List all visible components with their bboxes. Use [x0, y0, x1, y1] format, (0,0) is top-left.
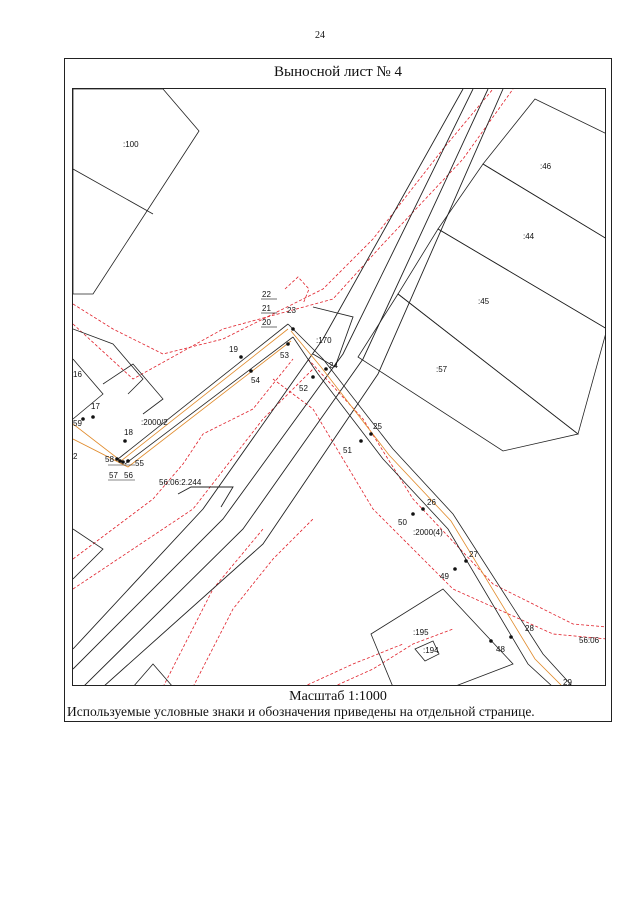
parcel-label-44: :44	[523, 232, 535, 241]
point-label-17: 17	[91, 402, 100, 411]
point-label-57: 57	[109, 471, 118, 480]
parcel-label-57: :57	[436, 365, 448, 374]
point-54	[249, 369, 253, 373]
parcel-44	[437, 163, 605, 329]
parcel-boundaries	[73, 89, 605, 685]
point-label-20: 20	[262, 318, 271, 327]
page-number: 24	[315, 30, 325, 41]
point-48	[489, 639, 493, 643]
point-17	[91, 415, 95, 419]
point-19	[239, 355, 243, 359]
point-label-50: 50	[398, 518, 407, 527]
point-label-58: 58	[105, 455, 114, 464]
point-label-29: 29	[563, 678, 572, 686]
parcel-100	[73, 89, 200, 295]
parcel-label-46: :46	[540, 162, 552, 171]
parcel-195	[370, 588, 514, 685]
point-51	[359, 439, 363, 443]
zone-label-2000-4: :2000(4)	[413, 528, 443, 537]
point-label-19: 19	[229, 345, 238, 354]
point-53	[286, 342, 290, 346]
point-labels: 16 17 18 19 20 21 22 23 24 25 26 27 28 2…	[73, 290, 572, 686]
point-label-24: 24	[329, 361, 338, 370]
parcel-57	[357, 293, 579, 452]
point-28	[509, 635, 513, 639]
point-57	[118, 459, 122, 463]
point-label-22: 22	[262, 290, 271, 299]
parcel-labels: :100 :46 :44 :45 :57 :195 :194	[123, 140, 552, 655]
label-underlines	[108, 298, 277, 481]
legend-note: Используемые условные знаки и обозначени…	[67, 704, 535, 719]
parcel-label-195: :195	[413, 628, 429, 637]
point-label-59: 59	[73, 419, 82, 428]
point-50	[411, 512, 415, 516]
point-label-25: 25	[373, 422, 382, 431]
zone-label-2000-2: :2000/2	[141, 418, 168, 427]
point-label-21: 21	[262, 304, 271, 313]
zone-labels: :170 :2000/2 :2000(4) 56:06:2.244 56:06 …	[73, 336, 600, 645]
point-label-48: 48	[496, 645, 505, 654]
zone-label-56-06: 56:06	[579, 636, 600, 645]
zone-label-2: 2	[73, 452, 78, 461]
point-label-53: 53	[280, 351, 289, 360]
parcel-label-45: :45	[478, 297, 490, 306]
point-24	[324, 367, 328, 371]
boundary-points	[81, 327, 513, 643]
parcel-label-100: :100	[123, 140, 139, 149]
easement-strips	[73, 323, 572, 685]
sheet-frame	[64, 58, 612, 722]
point-label-28: 28	[525, 624, 534, 633]
point-25	[369, 432, 373, 436]
point-55	[126, 459, 130, 463]
point-56	[121, 460, 125, 464]
point-label-27: 27	[469, 550, 478, 559]
point-label-18: 18	[124, 428, 133, 437]
point-49	[453, 567, 457, 571]
sheet-title: Выносной лист № 4	[274, 64, 402, 80]
zone-label-170: :170	[316, 336, 332, 345]
point-label-55: 55	[135, 459, 144, 468]
main-road	[73, 89, 504, 685]
point-23	[291, 327, 295, 331]
point-label-51: 51	[343, 446, 352, 455]
point-label-26: 26	[427, 498, 436, 507]
point-18	[123, 439, 127, 443]
parcel-label-194: :194	[423, 646, 439, 655]
point-label-56: 56	[124, 471, 133, 480]
parcel-194	[414, 640, 440, 662]
point-label-54: 54	[251, 376, 260, 385]
zone-label-56-06-2-244: 56:06:2.244	[159, 478, 202, 487]
point-label-16: 16	[73, 370, 82, 379]
point-52	[311, 375, 315, 379]
point-label-49: 49	[440, 572, 449, 581]
point-26	[421, 507, 425, 511]
point-58	[115, 457, 119, 461]
point-27	[464, 559, 468, 563]
map-canvas: :100 :46 :44 :45 :57 :195 :194 :170 :200…	[73, 89, 605, 686]
cadastral-map: :100 :46 :44 :45 :57 :195 :194 :170 :200…	[72, 88, 606, 686]
map-scale: Масштаб 1:1000	[289, 689, 387, 704]
point-label-23: 23	[287, 306, 296, 315]
point-59	[81, 417, 85, 421]
point-label-52: 52	[299, 384, 308, 393]
